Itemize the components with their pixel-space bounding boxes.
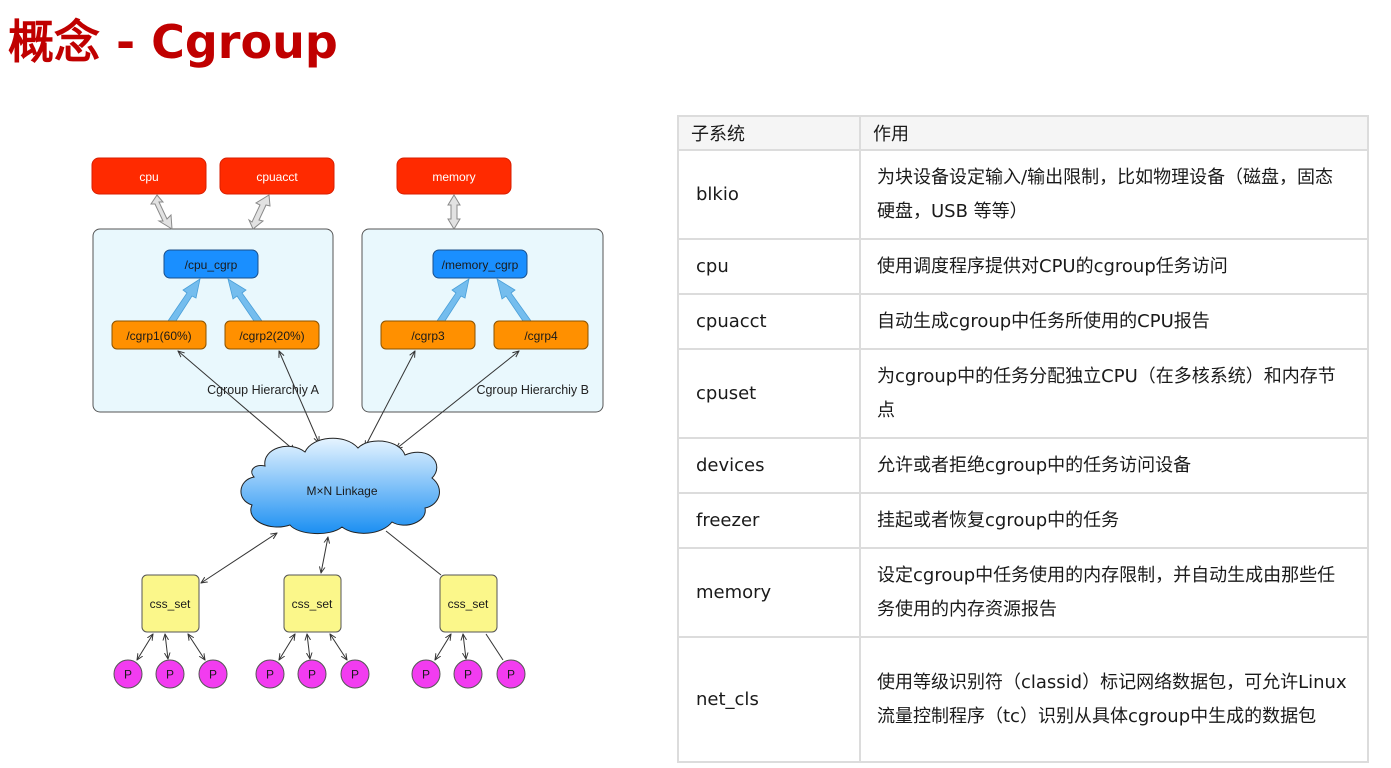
- svg-text:/cgrp1(60%): /cgrp1(60%): [126, 329, 191, 343]
- process-node: P: [255, 659, 285, 689]
- table-row: freezer 挂起或者恢复cgroup中的任务: [677, 492, 1369, 549]
- css-set-1: css_set: [141, 574, 200, 633]
- process-node: P: [340, 659, 370, 689]
- subsystem-name: cpuacct: [677, 293, 861, 350]
- table-row: cpu 使用调度程序提供对CPU的cgroup任务访问: [677, 238, 1369, 295]
- cgroup-cgrp4: /cgrp4: [493, 320, 589, 350]
- process-label: P: [422, 668, 430, 682]
- process-node: P: [198, 659, 228, 689]
- subsystem-cpuacct: cpuacct: [219, 157, 335, 195]
- table-row: cpuset 为cgroup中的任务分配独立CPU（在多核系统）和内存节点: [677, 348, 1369, 439]
- process-label: P: [308, 668, 316, 682]
- subsystem-desc: 设定cgroup中任务使用的内存限制，并自动生成由那些任务使用的内存资源报告: [859, 547, 1369, 638]
- process-label: P: [124, 668, 132, 682]
- subsystem-table: 子系统 作用 blkio 为块设备设定输入/输出限制，比如物理设备（磁盘，固态硬…: [677, 115, 1369, 763]
- cgroup-memory-cgrp: /memory_cgrp: [432, 249, 528, 279]
- double-arrow-icon: [447, 194, 461, 230]
- css-set-arrows: [201, 530, 442, 583]
- subsystem-desc: 为cgroup中的任务分配独立CPU（在多核系统）和内存节点: [859, 348, 1369, 439]
- table-row: net_cls 使用等级识别符（classid）标记网络数据包，可允许Linux…: [677, 636, 1369, 763]
- subsystem-name: devices: [677, 437, 861, 494]
- process-label: P: [507, 668, 515, 682]
- cgroup-cgrp3: /cgrp3: [380, 320, 476, 350]
- linkage-arrows: [178, 351, 519, 451]
- cgroup-diagram: cpu cpuacct memory Cgroup Hierarchiy A C…: [91, 157, 604, 689]
- process-label: P: [351, 668, 359, 682]
- cgroup-cgrp2: /cgrp2(20%): [224, 320, 320, 350]
- svg-text:/cgrp3: /cgrp3: [411, 329, 445, 343]
- svg-text:/memory_cgrp: /memory_cgrp: [442, 258, 519, 272]
- svg-text:css_set: css_set: [448, 597, 489, 611]
- header-function: 作用: [859, 115, 1369, 151]
- svg-text:memory: memory: [432, 170, 475, 184]
- cgroup-cgrp1: /cgrp1(60%): [111, 320, 207, 350]
- subsystem-memory: memory: [396, 157, 512, 195]
- table-header-row: 子系统 作用: [677, 115, 1369, 151]
- process-label: P: [209, 668, 217, 682]
- process-arrows: [137, 634, 504, 660]
- process-label: P: [464, 668, 472, 682]
- table-row: devices 允许或者拒绝cgroup中的任务访问设备: [677, 437, 1369, 494]
- svg-text:cpu: cpu: [139, 170, 158, 184]
- subsystem-desc: 为块设备设定输入/输出限制，比如物理设备（磁盘，固态硬盘，USB 等等）: [859, 149, 1369, 240]
- subsystem-name: cpu: [677, 238, 861, 295]
- subsystem-name: cpuset: [677, 348, 861, 439]
- svg-text:css_set: css_set: [150, 597, 191, 611]
- process-node: P: [411, 659, 441, 689]
- process-node: P: [113, 659, 143, 689]
- subsystem-name: net_cls: [677, 636, 861, 763]
- double-arrow-icon: [247, 194, 271, 230]
- subsystem-name: memory: [677, 547, 861, 638]
- process-label: P: [266, 668, 274, 682]
- page-title: 概念 - Cgroup: [8, 15, 338, 69]
- cgroup-cpu-cgrp: /cpu_cgrp: [163, 249, 259, 279]
- css-set-2: css_set: [283, 574, 342, 633]
- svg-text:css_set: css_set: [292, 597, 333, 611]
- table-row: cpuacct 自动生成cgroup中任务所使用的CPU报告: [677, 293, 1369, 350]
- process-node: P: [496, 659, 526, 689]
- subsystem-desc: 自动生成cgroup中任务所使用的CPU报告: [859, 293, 1369, 350]
- subsystem-cpu: cpu: [91, 157, 207, 195]
- svg-text:/cpu_cgrp: /cpu_cgrp: [185, 258, 238, 272]
- css-set-3: css_set: [439, 574, 498, 633]
- inherit-arrow-icon: [167, 278, 532, 325]
- table-row: blkio 为块设备设定输入/输出限制，比如物理设备（磁盘，固态硬盘，USB 等…: [677, 149, 1369, 240]
- subsystem-desc: 使用等级识别符（classid）标记网络数据包，可允许Linux流量控制程序（t…: [859, 636, 1369, 763]
- process-node: P: [155, 659, 185, 689]
- subsystem-name: freezer: [677, 492, 861, 549]
- subsystem-name: blkio: [677, 149, 861, 240]
- table-row: memory 设定cgroup中任务使用的内存限制，并自动生成由那些任务使用的内…: [677, 547, 1369, 638]
- process-label: P: [166, 668, 174, 682]
- subsystem-desc: 允许或者拒绝cgroup中的任务访问设备: [859, 437, 1369, 494]
- svg-text:cpuacct: cpuacct: [256, 170, 298, 184]
- header-subsystem: 子系统: [677, 115, 861, 151]
- svg-text:M×N Linkage: M×N Linkage: [306, 484, 377, 498]
- double-arrow-icon: [150, 194, 173, 230]
- subsystem-desc: 使用调度程序提供对CPU的cgroup任务访问: [859, 238, 1369, 295]
- process-node: P: [297, 659, 327, 689]
- svg-text:/cgrp4: /cgrp4: [524, 329, 558, 343]
- mxn-linkage-cloud: M×N Linkage: [240, 437, 440, 534]
- svg-text:/cgrp2(20%): /cgrp2(20%): [239, 329, 304, 343]
- subsystem-desc: 挂起或者恢复cgroup中的任务: [859, 492, 1369, 549]
- process-node: P: [453, 659, 483, 689]
- svg-text:Cgroup Hierarchiy B: Cgroup Hierarchiy B: [476, 383, 589, 397]
